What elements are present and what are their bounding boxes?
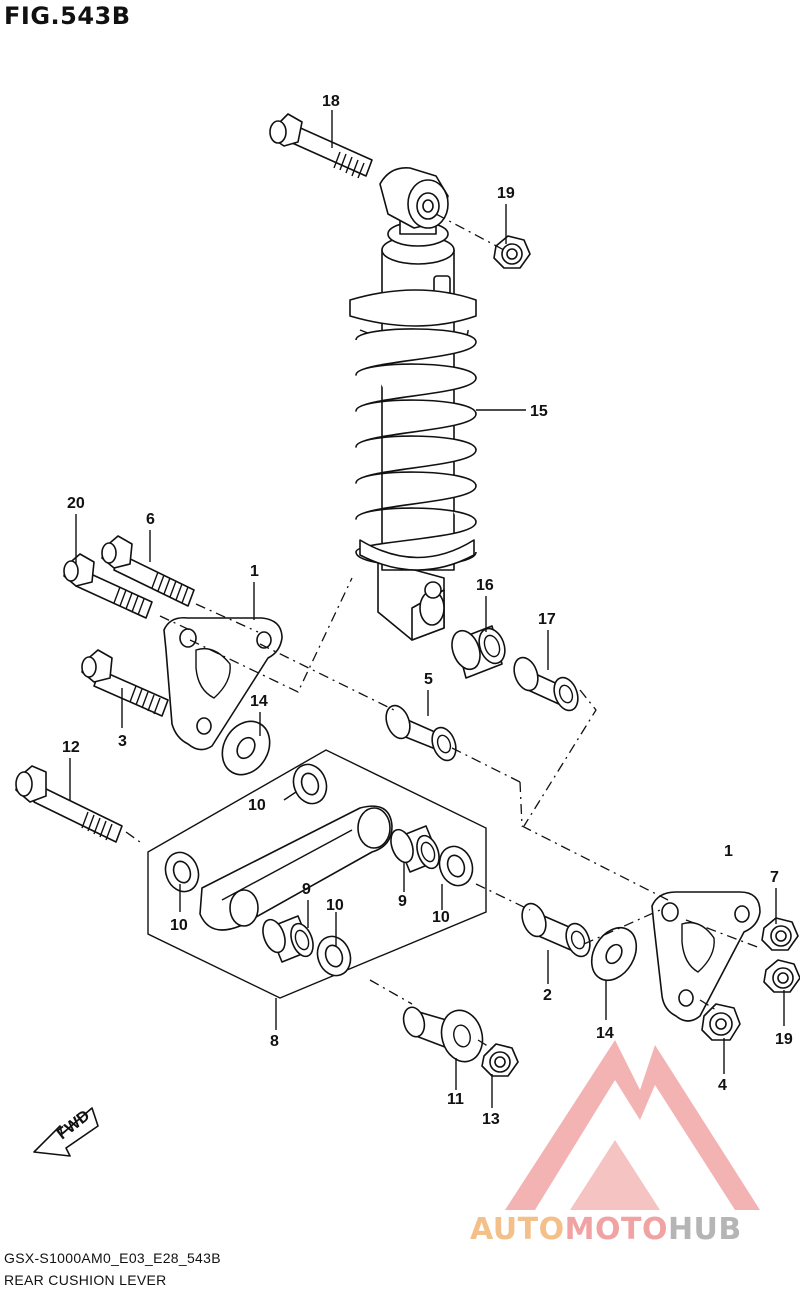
callout-6: 6 — [146, 511, 155, 528]
bearing-9-right — [390, 825, 441, 873]
callout-3: 3 — [118, 733, 127, 750]
nut-19-lower — [763, 959, 800, 993]
bolt-12 — [15, 765, 123, 843]
callout-9-right: 9 — [398, 893, 407, 910]
callout-12: 12 — [62, 739, 80, 756]
nut-4 — [701, 1003, 741, 1041]
bushing-10-top — [292, 763, 328, 805]
callout-11: 11 — [447, 1091, 464, 1108]
bushing-10-left — [164, 851, 200, 893]
callout-10-left: 10 — [170, 917, 188, 934]
watermark-hub: HUB — [667, 1212, 742, 1247]
callout-20: 20 — [67, 495, 85, 512]
callout-7: 7 — [770, 869, 779, 886]
callout-10-mid: 10 — [326, 897, 344, 914]
figure-title: FIG.543B — [4, 2, 131, 30]
callout-1-left: 1 — [250, 563, 259, 580]
callout-15: 15 — [530, 403, 548, 420]
fwd-arrow-icon: FWD — [33, 1107, 99, 1157]
callout-17: 17 — [538, 611, 556, 628]
callout-18: 18 — [322, 93, 340, 110]
nut-19-upper — [493, 235, 531, 269]
callout-2: 2 — [543, 987, 552, 1004]
bushing-10-right — [438, 845, 474, 887]
rear-shock-absorber — [349, 167, 477, 641]
callout-9-left: 9 — [302, 881, 311, 898]
callout-16: 16 — [476, 577, 494, 594]
nut-7 — [761, 917, 799, 951]
callout-1-right: 1 — [724, 843, 733, 860]
callout-14-right: 14 — [596, 1025, 614, 1042]
callout-14-left: 14 — [250, 693, 268, 710]
coil-spring — [349, 289, 477, 571]
callout-numbers: 18 19 15 20 6 1 16 17 5 14 3 12 10 1 7 9… — [62, 93, 793, 1128]
spacer-5 — [385, 704, 457, 762]
watermark-logo-icon — [505, 1040, 760, 1210]
callout-10-top: 10 — [248, 797, 266, 814]
bolt-20 — [63, 553, 153, 619]
nut-13 — [481, 1043, 519, 1077]
callout-5: 5 — [424, 671, 433, 688]
callout-10-right: 10 — [432, 909, 450, 926]
bracket-1-left — [163, 616, 283, 751]
washer-14-right — [590, 926, 638, 982]
spacer-2 — [521, 902, 591, 958]
lever-assembly-8-frame — [147, 749, 487, 999]
flanged-spacer-11 — [402, 1006, 484, 1063]
bracket-1-right — [651, 891, 761, 1022]
assembly-lines — [125, 213, 761, 1051]
bearing-16 — [451, 625, 506, 679]
spacer-17 — [513, 656, 579, 712]
callout-8: 8 — [270, 1033, 279, 1050]
bolt-18 — [269, 113, 373, 179]
cushion-lever — [199, 805, 393, 931]
bolt-3 — [81, 649, 169, 717]
callout-19-upper: 19 — [497, 185, 515, 202]
callout-19-lower: 19 — [775, 1031, 793, 1048]
watermark-moto: MOTO — [564, 1212, 668, 1247]
callout-4: 4 — [718, 1077, 727, 1094]
watermark-text: AUTOMOTOHUB — [470, 1212, 742, 1247]
model-code: GSX-S1000AM0_E03_E28_543B — [4, 1250, 221, 1266]
bearing-9-left — [262, 915, 314, 963]
callout-leaders — [69, 110, 785, 1108]
callout-13: 13 — [482, 1111, 500, 1128]
bushing-10-bottom — [316, 935, 352, 977]
bolt-6 — [101, 535, 195, 607]
watermark-auto: AUTO — [470, 1212, 565, 1247]
section-name: REAR CUSHION LEVER — [4, 1272, 167, 1288]
